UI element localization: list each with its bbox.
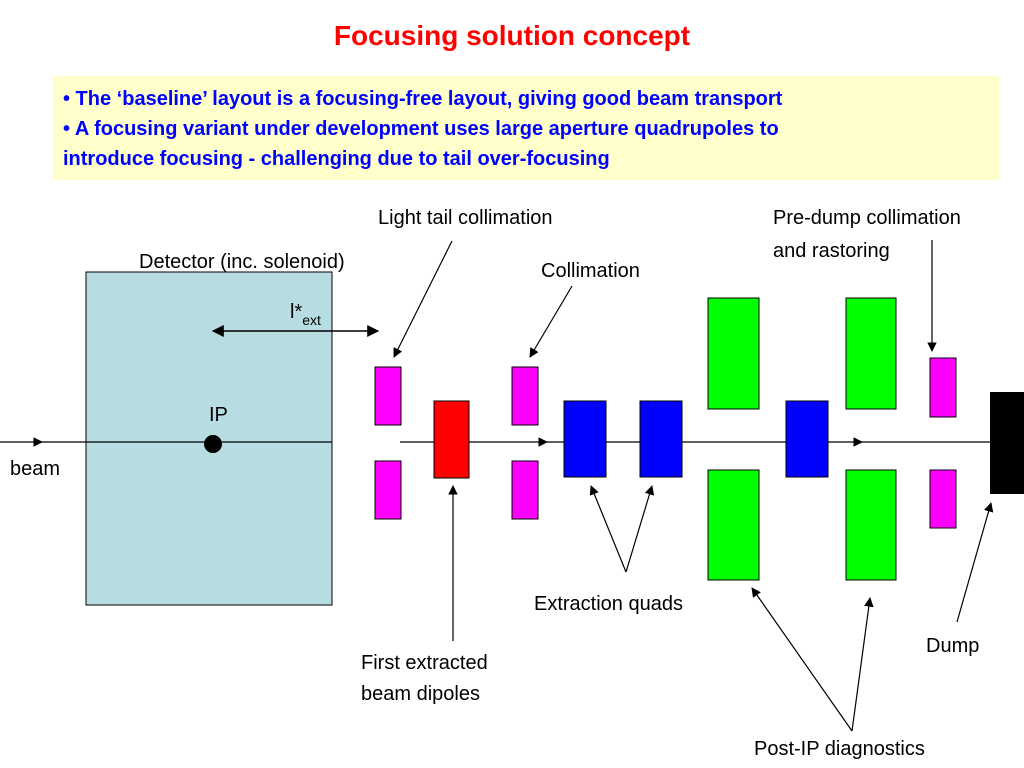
quadrupole-2 — [639, 400, 683, 478]
ip-point — [204, 435, 222, 453]
quad-callout-arrow-2 — [625, 485, 655, 573]
diagnostics-lower-2 — [845, 469, 897, 581]
extraction-dipole — [433, 400, 470, 479]
diagnostics-upper-1 — [707, 297, 760, 410]
beam-dump — [990, 392, 1024, 494]
first-dipoles-label-line2: beam dipoles — [361, 683, 480, 705]
dump-label: Dump — [926, 635, 979, 657]
pre-dump-label-line2: and rastoring — [773, 240, 890, 262]
bullet-focusing-variant: • A focusing variant under development u… — [63, 118, 779, 140]
diagnostics-upper-2 — [845, 297, 897, 410]
first-dipoles-label-line1: First extracted — [361, 652, 488, 674]
slide-title: Focusing solution concept — [333, 20, 691, 51]
light-tail-callout-arrow — [393, 240, 453, 358]
collimator-upper-2 — [511, 366, 539, 426]
pre-dump-label-line1: Pre-dump collimation — [773, 207, 961, 229]
collimator-upper-1 — [374, 366, 402, 426]
lstar-label: l*ext — [290, 301, 321, 328]
bullet-baseline: • The ‘baseline’ layout is a focusing-fr… — [63, 88, 783, 110]
predump-collimator-lower — [929, 469, 957, 529]
collimator-lower-2 — [511, 460, 539, 520]
ip-label: IP — [209, 404, 228, 426]
post-ip-diagnostics-label: Post-IP diagnostics — [754, 738, 925, 760]
diagnostics-lower-1 — [707, 469, 760, 581]
diagnostics-callout-arrow-1 — [751, 587, 853, 732]
diagnostics-callout-arrow-2 — [851, 597, 874, 732]
dump-callout-arrow — [956, 502, 994, 623]
light-tail-collimation-label: Light tail collimation — [378, 207, 553, 229]
predump-collimator-upper — [929, 357, 957, 418]
bullet-focusing-variant-cont: introduce focusing - challenging due to … — [63, 148, 610, 170]
detector-label: Detector (inc. solenoid) — [139, 251, 345, 273]
beam-label: beam — [10, 458, 60, 480]
summary-box: • The ‘baseline’ layout is a focusing-fr… — [53, 76, 999, 180]
extraction-quads-label: Extraction quads — [534, 593, 683, 615]
collimation-label: Collimation — [541, 260, 640, 282]
collimation-callout-arrow — [529, 285, 573, 358]
quadrupole-3 — [785, 400, 829, 478]
quadrupole-1 — [563, 400, 607, 478]
quad-callout-arrow-1 — [589, 485, 627, 573]
collimator-lower-1 — [374, 460, 402, 520]
